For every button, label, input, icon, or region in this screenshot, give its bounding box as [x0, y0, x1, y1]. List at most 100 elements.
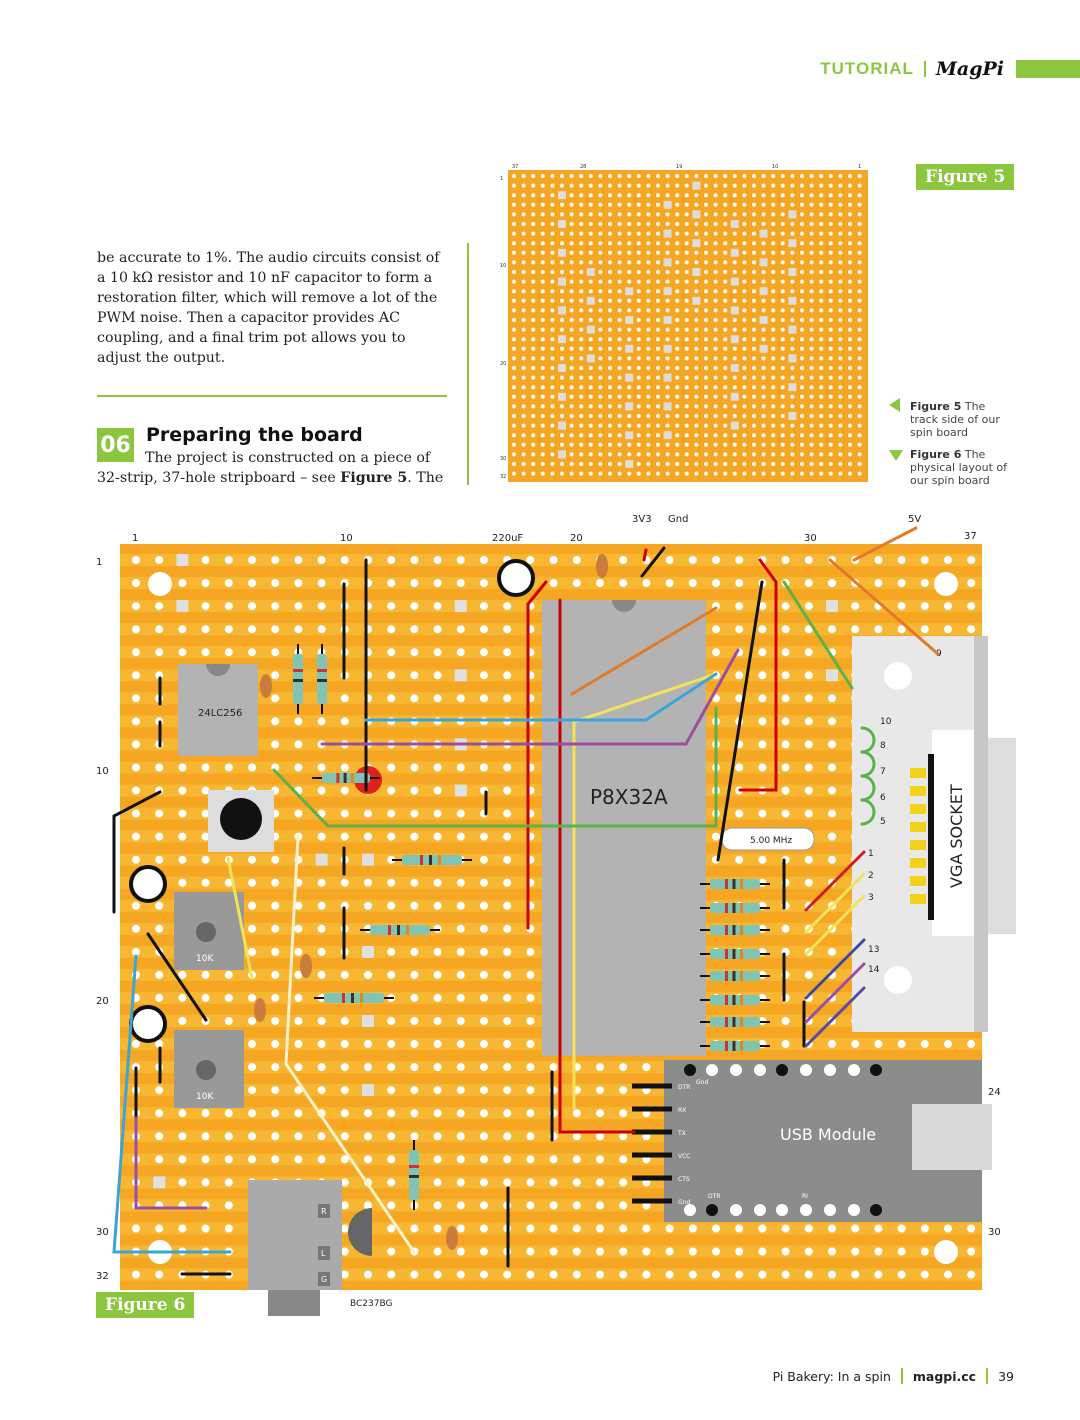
wire-link [112, 790, 162, 914]
wire-link [804, 850, 866, 912]
step-text-intro: The project is constructed on a piece of… [97, 450, 431, 486]
figure6-caption: Figure 6 The physical layout of our spin… [910, 448, 1010, 487]
wire-link [572, 672, 718, 1110]
vga-pin [910, 876, 926, 886]
jack-pin: L [321, 1249, 326, 1258]
footer-site: magpi.cc [912, 1368, 977, 1384]
section-divider [97, 395, 447, 397]
caption-title: Figure 6 [910, 448, 962, 461]
vga-pin-label: 8 [880, 741, 886, 751]
eeprom-label: 24LC256 [198, 708, 242, 719]
caption-title: Figure 5 [910, 400, 962, 413]
usb-pad [824, 1064, 836, 1076]
ceramic-capacitor [446, 1226, 458, 1250]
vga-pin-label: 1 [868, 849, 874, 859]
row-label: 10 [96, 766, 109, 777]
wire-link [804, 938, 866, 1000]
vga-pin [910, 840, 926, 850]
figure5-stripboard: 37 28 19 10 1 1 10 20 30 32 [500, 164, 868, 482]
footer-divider [900, 1368, 903, 1384]
vga-pin [910, 804, 926, 814]
wire-link [558, 598, 636, 1134]
wire-link [828, 558, 940, 656]
usb-top-pin: Gnd [696, 1079, 708, 1086]
col-label: 1 [132, 533, 138, 544]
usb-pad [870, 1064, 882, 1076]
wire-link [320, 648, 740, 746]
vga-label: VGA SOCKET [947, 784, 966, 888]
caption-text: The physical layout of our spin board [910, 448, 1008, 487]
usb-bottom-pin: RI [802, 1193, 808, 1200]
wire-link [804, 872, 866, 934]
figure5-label: Figure 5 [916, 164, 1015, 190]
vga-pin [910, 858, 926, 868]
audio-jack [248, 1180, 342, 1290]
chip-label: P8X32A [590, 785, 668, 809]
usb-pin-label: VCC [678, 1153, 690, 1160]
fig5-left-num: 32 [500, 474, 506, 480]
wire-link [134, 1116, 208, 1210]
col-label: 30 [804, 533, 817, 544]
fig5-left-num: 10 [500, 263, 506, 269]
usb-pad [754, 1204, 766, 1216]
ferrite-coil [860, 726, 876, 754]
ceramic-capacitor [260, 674, 272, 698]
fig5-left-num: 30 [500, 456, 506, 462]
col-label: 10 [340, 533, 353, 544]
step-text-end: . The [407, 470, 444, 486]
page-number: 39 [998, 1368, 1014, 1384]
usb-pad [684, 1064, 696, 1076]
usb-pad [706, 1064, 718, 1076]
ceramic-capacitor [596, 554, 608, 578]
fig5-top-num: 28 [580, 164, 586, 170]
footer-divider [986, 1368, 989, 1384]
fig5-top-num: 19 [676, 164, 682, 170]
chip-notch [612, 600, 636, 612]
down-arrow-icon [889, 450, 903, 461]
vga-pin-label: 2 [868, 871, 874, 881]
fig5-top-num: 37 [512, 164, 518, 170]
usb-label: USB Module [780, 1125, 876, 1144]
row-label: 1 [96, 557, 102, 568]
wire-link [146, 932, 208, 1022]
ferrite-coil [860, 798, 876, 826]
row-label: 24 [988, 1087, 1001, 1098]
fig5-top-num: 10 [772, 164, 778, 170]
crystal-label: 5.00 MHz [750, 836, 792, 846]
figure6-label: Figure 6 [96, 1292, 195, 1318]
section-label: TUTORIAL [820, 59, 914, 78]
usb-pad [730, 1064, 742, 1076]
usb-pad [870, 1204, 882, 1216]
pot-label: 10K [196, 954, 214, 964]
usb-pad [706, 1204, 718, 1216]
wire-link [364, 672, 718, 722]
vga-pin-label: 13 [868, 945, 879, 955]
usb-pad [800, 1064, 812, 1076]
row-label: 32 [96, 1271, 109, 1282]
usb-pin-label: Gnd [678, 1199, 690, 1206]
vga-pin-label: 3 [868, 893, 874, 903]
wire-link [284, 834, 416, 1254]
transistor [348, 1208, 372, 1256]
body-paragraph: be accurate to 1%. The audio circuits co… [97, 250, 440, 366]
wire-link [804, 986, 866, 1048]
power-label: 5V [908, 514, 921, 525]
ceramic-capacitor [300, 954, 312, 978]
vga-pin-label: 5 [880, 817, 886, 827]
header-accent-bar [1016, 60, 1080, 78]
ferrite-coil [860, 774, 876, 802]
usb-pad [776, 1064, 788, 1076]
row-label: 30 [988, 1227, 1001, 1238]
jack-pin: R [321, 1207, 327, 1216]
usb-pad [754, 1064, 766, 1076]
wire-link [804, 962, 866, 1024]
fig5-top-num: 1 [858, 164, 861, 170]
wire-link [716, 580, 764, 862]
column-divider [467, 243, 469, 485]
wire-link [782, 580, 854, 690]
vga-pin-label: 10 [880, 717, 892, 727]
jack-pin: G [321, 1275, 327, 1284]
vga-pin-label: 14 [868, 965, 880, 975]
vga-pin [910, 894, 926, 904]
wire-link [526, 580, 548, 606]
